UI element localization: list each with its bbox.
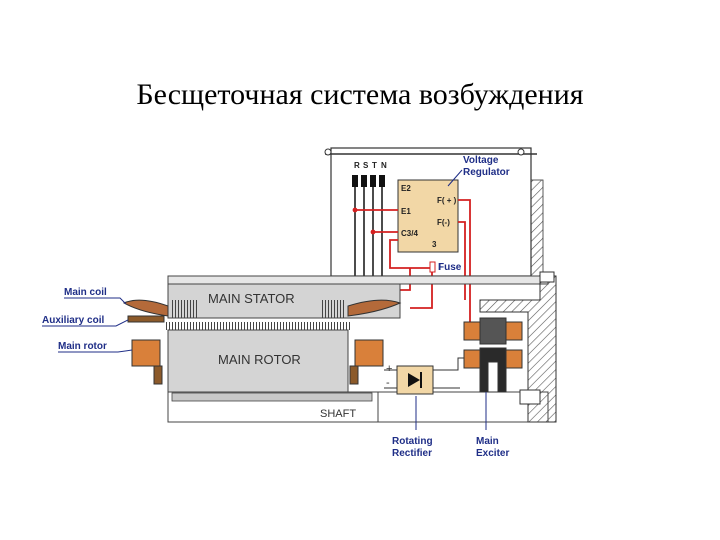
callout-main-exciter-line2: Exciter [476,448,509,459]
terminal-s [361,175,367,187]
terminal-e2-label: E2 [401,184,411,193]
voltage-regulator-block [397,179,459,253]
terminal-e1-label: E1 [401,207,411,216]
wire-junction-dots [352,207,376,235]
terminal-n [379,175,385,187]
terminal-3-label: 3 [432,240,437,249]
terminal-fminus-label: F(-) [437,218,450,227]
fuse-label: Fuse [438,262,462,273]
main-rotor-label: MAIN ROTOR [218,352,301,367]
phase-label-r: R [354,161,360,170]
stator-fins-right [320,300,346,318]
exciter-housing [479,271,557,423]
callout-main-rotor: Main rotor [58,341,107,352]
regulator-title-line1: Voltage [463,155,499,166]
plus-label: + [386,363,392,375]
shaft [167,391,549,423]
callout-rotating-rectifier-line1: Rotating [392,436,433,447]
cabinet-hatched-wall [530,179,544,277]
main-stator-label: MAIN STATOR [208,291,295,306]
diode-icon [408,373,420,387]
phase-label-s: S [363,161,369,170]
stator-fins-left [172,300,198,318]
terminal-r [352,175,358,187]
terminal-fplus-label: F( + ) [437,196,457,205]
exciter-stator-coils [463,317,523,393]
terminal-c34-label: C3/4 [401,229,418,238]
fuse-icon [429,261,436,273]
main-rotor-coils [131,339,384,385]
rotating-rectifier [384,357,464,395]
callout-main-coil: Main coil [64,287,107,298]
terminal-t [370,175,376,187]
shaft-label: SHAFT [320,408,356,420]
phase-label-n: N [381,161,387,170]
callout-rotating-rectifier-line2: Rectifier [392,448,432,459]
page-title: Бесщеточная система возбуждения [136,78,584,111]
phase-label-t: T [372,161,377,170]
minus-label: - [386,377,390,389]
main-coils [122,299,402,317]
callout-main-exciter-line1: Main [476,436,499,447]
callout-auxiliary-coil: Auxiliary coil [42,315,104,326]
main-rotor [165,322,350,393]
auxiliary-coil [127,315,165,323]
regulator-title-line2: Regulator [463,167,510,178]
callout-lines [42,169,487,430]
